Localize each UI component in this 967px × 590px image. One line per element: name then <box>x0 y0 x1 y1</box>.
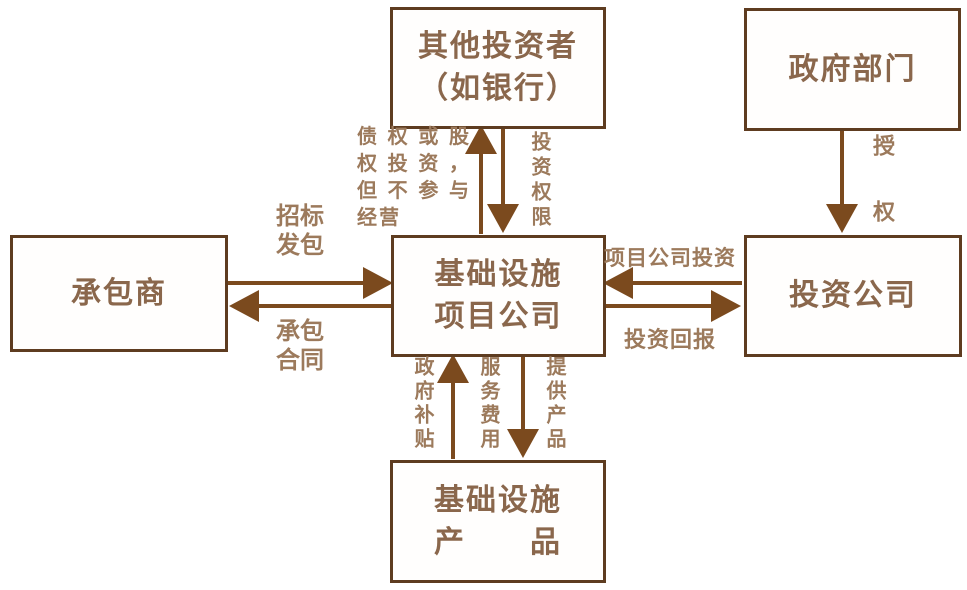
label-debt-equity-line2: 权投资， <box>357 153 469 175</box>
label-project-invest: 项目公司投资 <box>604 247 736 270</box>
authorize-arrow <box>826 126 858 233</box>
box-contractor: 承包商 <box>10 235 228 352</box>
box-project-company-line2: 项目公司 <box>434 300 563 333</box>
debt-equity-arrow <box>465 125 497 234</box>
label-contract: 承包 合同 <box>252 317 348 375</box>
label-invest-return: 投资回报 <box>624 327 717 352</box>
label-debt-equity-line3: 但不参与 <box>357 180 469 202</box>
label-bid-line1: 招标 <box>276 203 324 230</box>
label-debt-equity: 债权或股 权投资， 但不参与 经营 <box>357 124 469 232</box>
label-gov-subsidy: 政府补贴 <box>411 356 433 452</box>
box-contractor-label: 承包商 <box>71 276 167 310</box>
box-other-investors-line2: （如银行） <box>418 72 578 105</box>
label-contract-line2: 合同 <box>276 347 324 374</box>
label-provide-product: 提供产品 <box>543 356 565 452</box>
invest-return-arrow <box>602 290 741 322</box>
box-government: 政府部门 <box>744 8 961 131</box>
label-debt-equity-line1: 债权或股 <box>357 126 469 148</box>
box-other-investors: 其他投资者 （如银行） <box>390 7 606 129</box>
label-bid-line2: 发包 <box>276 232 324 259</box>
contract-arrow <box>229 290 391 322</box>
label-authorize: 授权 <box>870 134 895 266</box>
box-government-label: 政府部门 <box>788 52 917 86</box>
invest-authority-arrow <box>487 124 519 233</box>
box-project-company-line1: 基础设施 <box>434 258 563 291</box>
bid-arrow <box>225 267 393 299</box>
project-invest-arrow <box>603 267 742 299</box>
box-other-investors-line1: 其他投资者 <box>418 30 578 63</box>
label-service-fee: 服务费用 <box>477 356 499 452</box>
label-contract-line1: 承包 <box>276 318 324 345</box>
box-project-company: 基础设施 项目公司 <box>391 235 606 357</box>
label-bid: 招标 发包 <box>252 202 348 260</box>
box-infrastructure-product: 基础设施 产 品 <box>390 460 606 583</box>
provide-product-arrow <box>507 353 539 458</box>
label-invest-authority: 投资权限 <box>528 131 550 231</box>
label-debt-equity-line4: 经营 <box>357 207 401 229</box>
box-infrastructure-product-line1: 基础设施 <box>434 483 562 517</box>
box-investment-company-label: 投资公司 <box>789 279 917 312</box>
box-infrastructure-product-line2: 产 品 <box>434 525 562 559</box>
box-investment-company: 投资公司 <box>744 235 962 357</box>
subsidy-fee-arrow <box>437 354 469 459</box>
